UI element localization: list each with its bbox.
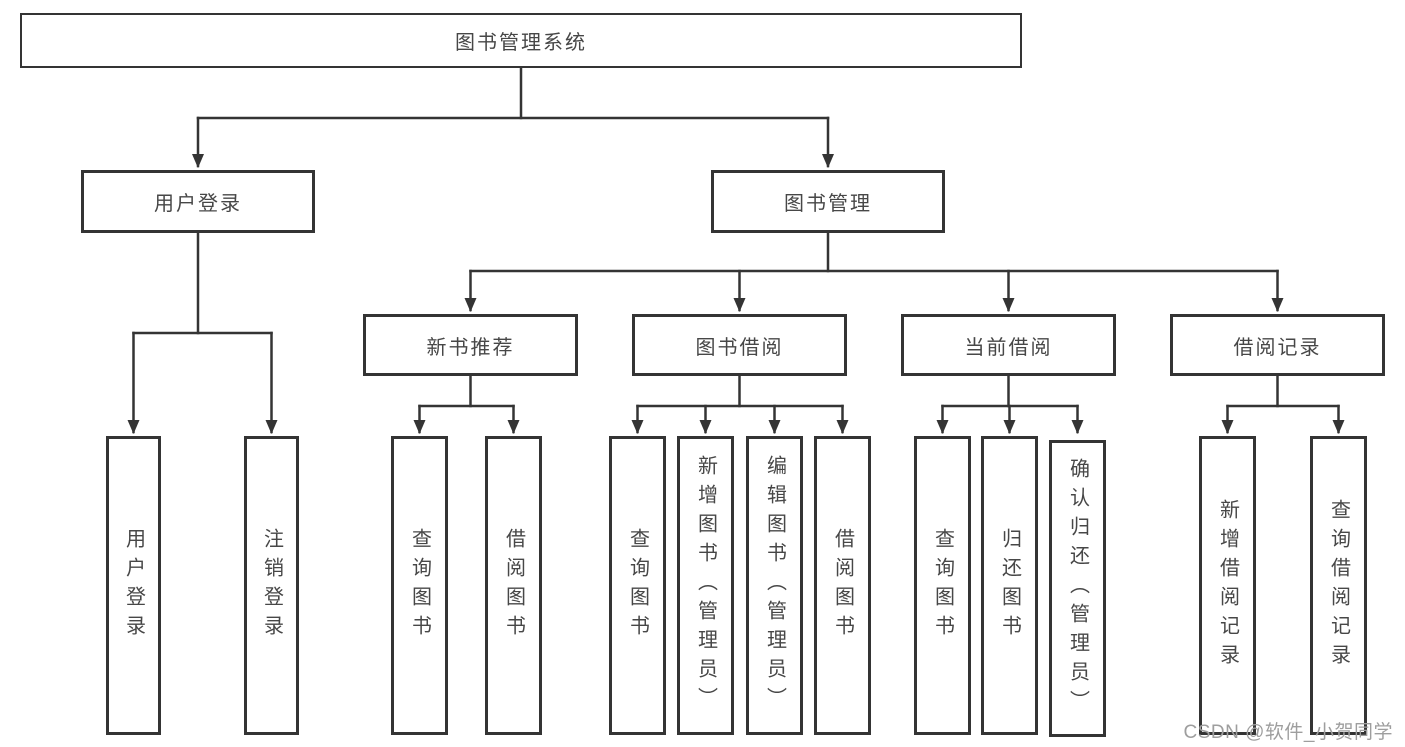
node-leaf-user-login: 用户登录 — [106, 436, 161, 735]
node-root-system-label: 图书管理系统 — [455, 32, 587, 54]
node-leaf-return-book-label: 归还图书 — [998, 527, 1021, 644]
node-leaf-borrow-books-borrowing-label: 借阅图书 — [831, 527, 854, 644]
node-book-borrowing-label: 图书借阅 — [695, 336, 784, 359]
node-leaf-confirm-return-admin-label: 确认归还（管理员） — [1066, 458, 1089, 719]
node-leaf-add-book-admin: 新增图书（管理员） — [677, 436, 734, 735]
node-current-borrowing-label: 当前借阅 — [964, 336, 1053, 359]
node-leaf-logout-login-label: 注销登录 — [260, 527, 283, 644]
node-user-login: 用户登录 — [81, 170, 315, 233]
node-book-borrowing: 图书借阅 — [632, 314, 847, 376]
node-leaf-query-borrow-record-label: 查询借阅记录 — [1327, 498, 1350, 673]
node-leaf-user-login-label: 用户登录 — [122, 527, 145, 644]
node-root-system: 图书管理系统 — [20, 13, 1022, 68]
node-leaf-query-books-recommend: 查询图书 — [391, 436, 448, 735]
node-leaf-query-books-recommend-label: 查询图书 — [408, 527, 431, 644]
node-current-borrowing: 当前借阅 — [901, 314, 1116, 376]
node-leaf-add-borrow-record: 新增借阅记录 — [1199, 436, 1256, 735]
node-leaf-edit-book-admin: 编辑图书（管理员） — [746, 436, 803, 735]
node-leaf-borrow-books-recommend-label: 借阅图书 — [502, 527, 525, 644]
node-leaf-confirm-return-admin: 确认归还（管理员） — [1049, 440, 1106, 737]
node-borrowing-records: 借阅记录 — [1170, 314, 1385, 376]
node-leaf-query-books-borrowing: 查询图书 — [609, 436, 666, 735]
node-leaf-query-books-current: 查询图书 — [914, 436, 971, 735]
node-leaf-add-borrow-record-label: 新增借阅记录 — [1216, 498, 1239, 673]
node-leaf-borrow-books-recommend: 借阅图书 — [485, 436, 542, 735]
node-leaf-query-books-current-label: 查询图书 — [931, 527, 954, 644]
node-leaf-query-borrow-record: 查询借阅记录 — [1310, 436, 1367, 735]
node-leaf-logout-login: 注销登录 — [244, 436, 299, 735]
node-new-book-recommendation-label: 新书推荐 — [426, 336, 515, 359]
node-user-login-label: 用户登录 — [154, 193, 242, 215]
node-leaf-query-books-borrowing-label: 查询图书 — [626, 527, 649, 644]
node-book-management-label: 图书管理 — [784, 193, 872, 215]
node-leaf-borrow-books-borrowing: 借阅图书 — [814, 436, 871, 735]
node-new-book-recommendation: 新书推荐 — [363, 314, 578, 376]
node-leaf-return-book: 归还图书 — [981, 436, 1038, 735]
node-borrowing-records-label: 借阅记录 — [1233, 336, 1322, 359]
node-book-management: 图书管理 — [711, 170, 945, 233]
node-leaf-edit-book-admin-label: 编辑图书（管理员） — [763, 455, 786, 716]
node-leaf-add-book-admin-label: 新增图书（管理员） — [694, 455, 717, 716]
watermark-text: CSDN @软件_小贺同学 — [1183, 722, 1393, 743]
